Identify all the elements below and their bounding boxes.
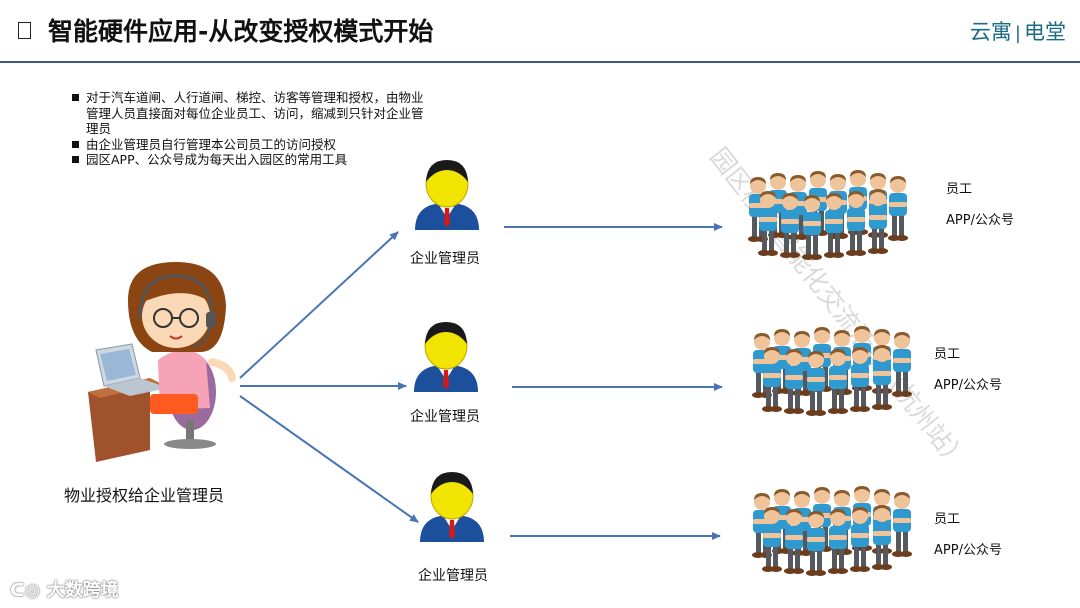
- group-label-staff: 员工: [934, 347, 961, 362]
- staff-group-3-icon: [752, 486, 912, 576]
- brand-logo: 云寓|电堂: [970, 16, 1066, 46]
- brand-right: 电堂: [1024, 20, 1066, 44]
- source-caption: 物业授权给企业管理员: [64, 486, 225, 505]
- bullet-list: 对于汽车道闸、人行道闸、梯控、访客等管理和授权，由物业管理人员直接面对每位企业员…: [70, 90, 430, 168]
- staff-group-1-icon: [748, 170, 908, 260]
- title-box-icon: [18, 22, 31, 39]
- group-label-app: APP/公众号: [934, 543, 1002, 558]
- admin-label: 企业管理员: [410, 251, 480, 267]
- property-manager-icon: [88, 262, 236, 462]
- footer-logo: ᑕ◎ 大数跨境: [10, 576, 119, 602]
- admin-1-icon: [414, 159, 480, 231]
- admin-3-icon: [419, 471, 485, 543]
- admin-label: 企业管理员: [418, 568, 488, 584]
- page-title: 智能硬件应用-从改变授权模式开始: [48, 17, 434, 46]
- bullet-item: 对于汽车道闸、人行道闸、梯控、访客等管理和授权，由物业管理人员直接面对每位企业员…: [70, 90, 430, 137]
- footer-logo-icon: ᑕ◎: [10, 580, 41, 601]
- admin-2-icon: [413, 321, 479, 393]
- header-divider: [0, 61, 1080, 63]
- arrow-to-admin-1: [239, 231, 399, 379]
- group-label-app: APP/公众号: [934, 378, 1002, 393]
- bullet-item: 由企业管理员自行管理本公司员工的访问授权: [70, 137, 430, 153]
- group-label-staff: 员工: [934, 512, 961, 527]
- footer-logo-text: 大数跨境: [46, 580, 119, 601]
- arrow-to-admin-3: [239, 395, 419, 523]
- brand-left: 云寓: [969, 20, 1012, 44]
- brand-separator: |: [1014, 23, 1021, 44]
- admin-label: 企业管理员: [410, 409, 480, 425]
- group-label-app: APP/公众号: [946, 213, 1014, 228]
- staff-group-2-icon: [752, 326, 912, 416]
- bullet-item: 园区APP、公众号成为每天出入园区的常用工具: [70, 152, 430, 168]
- group-label-staff: 员工: [946, 182, 973, 197]
